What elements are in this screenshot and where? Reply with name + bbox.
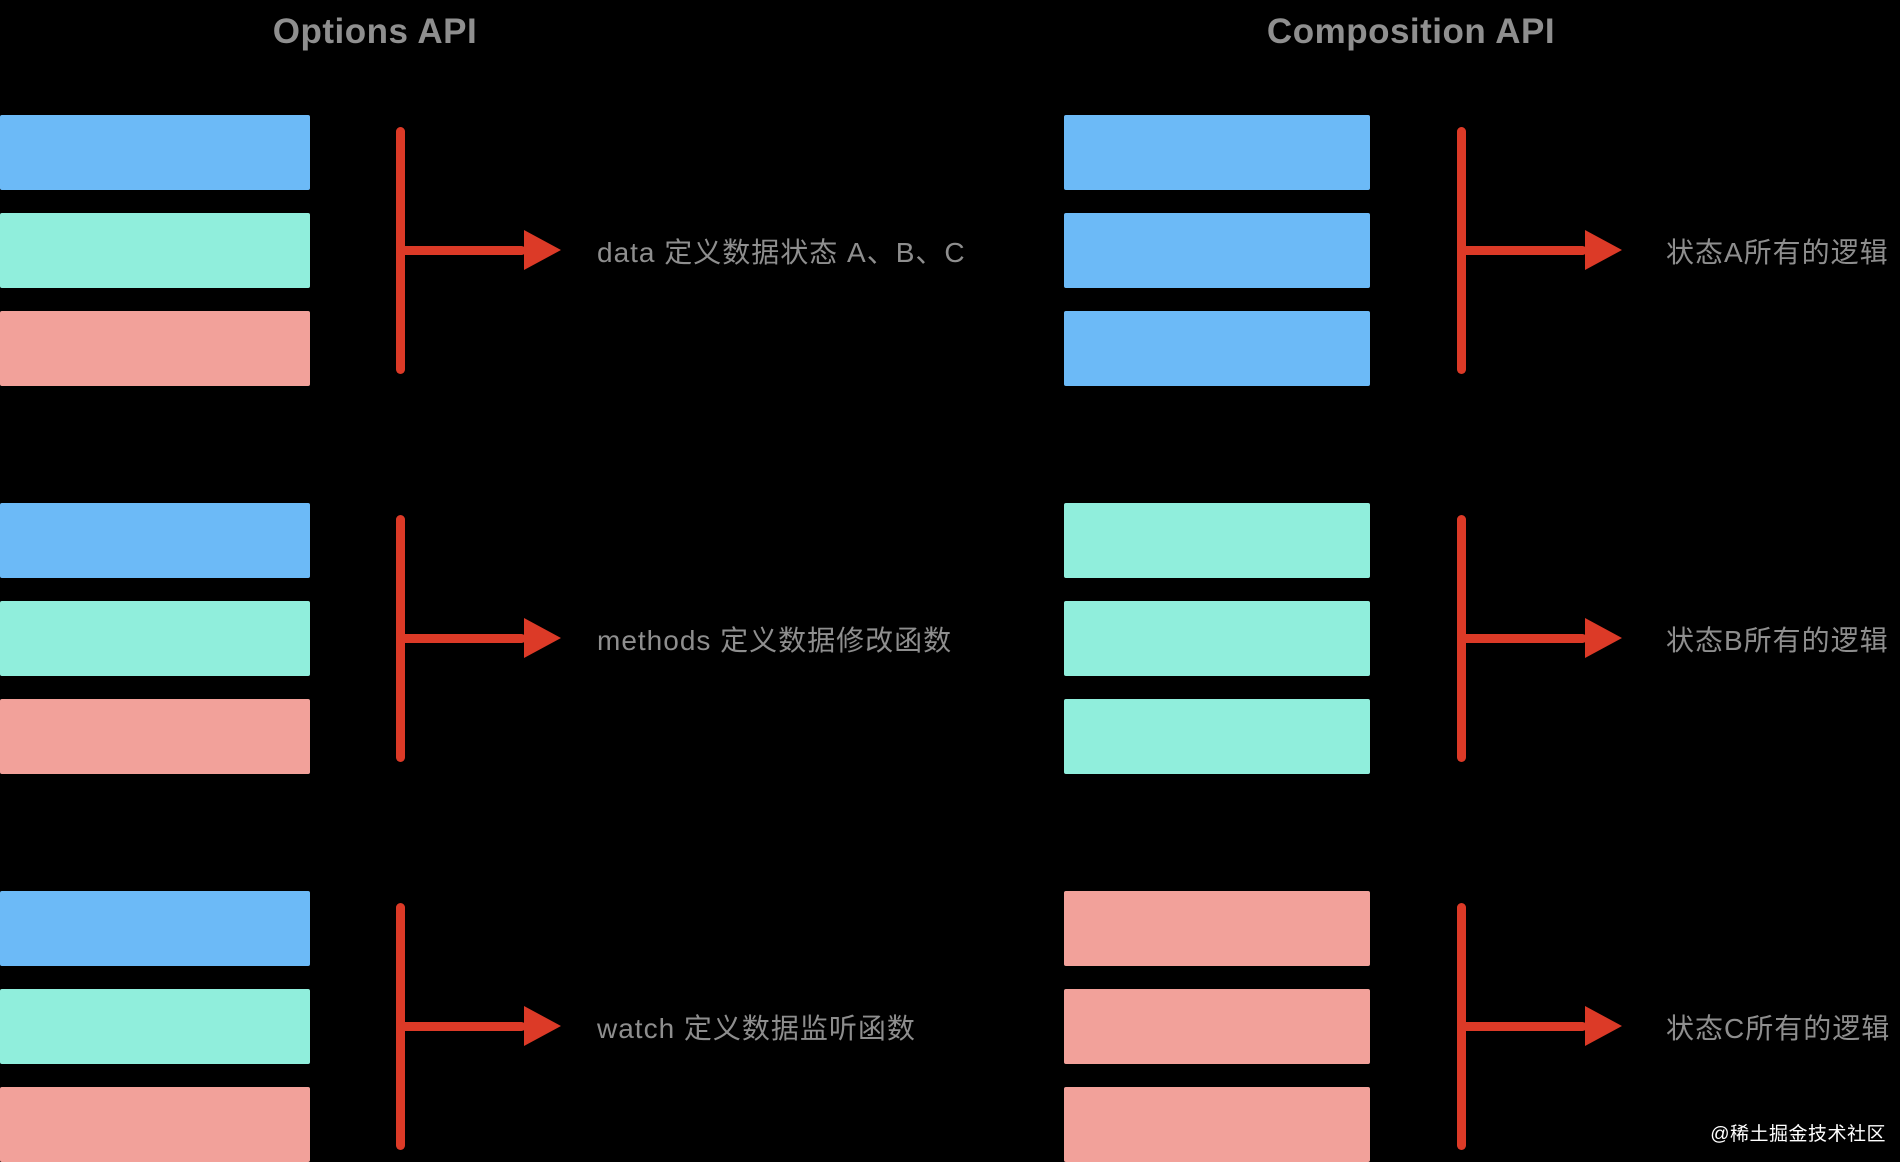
options-methods-label: methods 定义数据修改函数 bbox=[597, 624, 953, 656]
arrow-shaft bbox=[396, 634, 526, 643]
watermark: @稀土掘金技术社区 bbox=[1710, 1124, 1886, 1145]
code-bar-blue bbox=[0, 503, 310, 578]
options-data-label: data 定义数据状态 A、B、C bbox=[597, 236, 966, 268]
arrow-right-icon bbox=[524, 1006, 561, 1046]
code-bar-blue bbox=[1064, 311, 1370, 386]
arrow-shaft bbox=[1457, 246, 1587, 255]
code-bar-blue bbox=[1064, 115, 1370, 190]
code-bar-teal bbox=[1064, 601, 1370, 676]
state-c-label: 状态C所有的逻辑 bbox=[1666, 1012, 1891, 1044]
options-watch-label: watch 定义数据监听函数 bbox=[597, 1012, 916, 1044]
arrow-right-icon bbox=[1585, 618, 1622, 658]
code-bar-teal bbox=[1064, 699, 1370, 774]
code-bar-blue bbox=[0, 891, 310, 966]
code-bar-salmon bbox=[0, 311, 310, 386]
code-bar-blue bbox=[1064, 213, 1370, 288]
code-bar-salmon bbox=[0, 699, 310, 774]
row-data-stateA: data 定义数据状态 A、B、C 状态A所有的逻辑 bbox=[0, 115, 1900, 386]
options-methods-block bbox=[0, 503, 310, 774]
state-b-label: 状态B所有的逻辑 bbox=[1666, 624, 1889, 656]
code-bar-teal bbox=[1064, 503, 1370, 578]
arrow-right-icon bbox=[524, 230, 561, 270]
arrow-shaft bbox=[396, 246, 526, 255]
composition-stateB-block bbox=[1064, 503, 1370, 774]
arrow-shaft bbox=[1457, 1022, 1587, 1031]
arrow-right-icon bbox=[1585, 230, 1622, 270]
code-bar-salmon bbox=[1064, 989, 1370, 1064]
code-bar-salmon bbox=[1064, 891, 1370, 966]
arrow-right-icon bbox=[1585, 1006, 1622, 1046]
row-methods-stateB: methods 定义数据修改函数 状态B所有的逻辑 bbox=[0, 503, 1900, 774]
code-bar-salmon bbox=[0, 1087, 310, 1162]
code-bar-blue bbox=[0, 115, 310, 190]
composition-stateA-block bbox=[1064, 115, 1370, 386]
state-a-label: 状态A所有的逻辑 bbox=[1666, 236, 1889, 268]
composition-stateC-block bbox=[1064, 891, 1370, 1162]
code-bar-salmon bbox=[1064, 1087, 1370, 1162]
composition-api-title: Composition API bbox=[1266, 12, 1556, 51]
code-bar-teal bbox=[0, 213, 310, 288]
row-watch-stateC: watch 定义数据监听函数 状态C所有的逻辑 bbox=[0, 891, 1900, 1162]
options-watch-block bbox=[0, 891, 310, 1162]
options-api-title: Options API bbox=[272, 12, 478, 51]
arrow-shaft bbox=[1457, 634, 1587, 643]
arrow-right-icon bbox=[524, 618, 561, 658]
options-data-block bbox=[0, 115, 310, 386]
arrow-shaft bbox=[396, 1022, 526, 1031]
code-bar-teal bbox=[0, 601, 310, 676]
code-bar-teal bbox=[0, 989, 310, 1064]
